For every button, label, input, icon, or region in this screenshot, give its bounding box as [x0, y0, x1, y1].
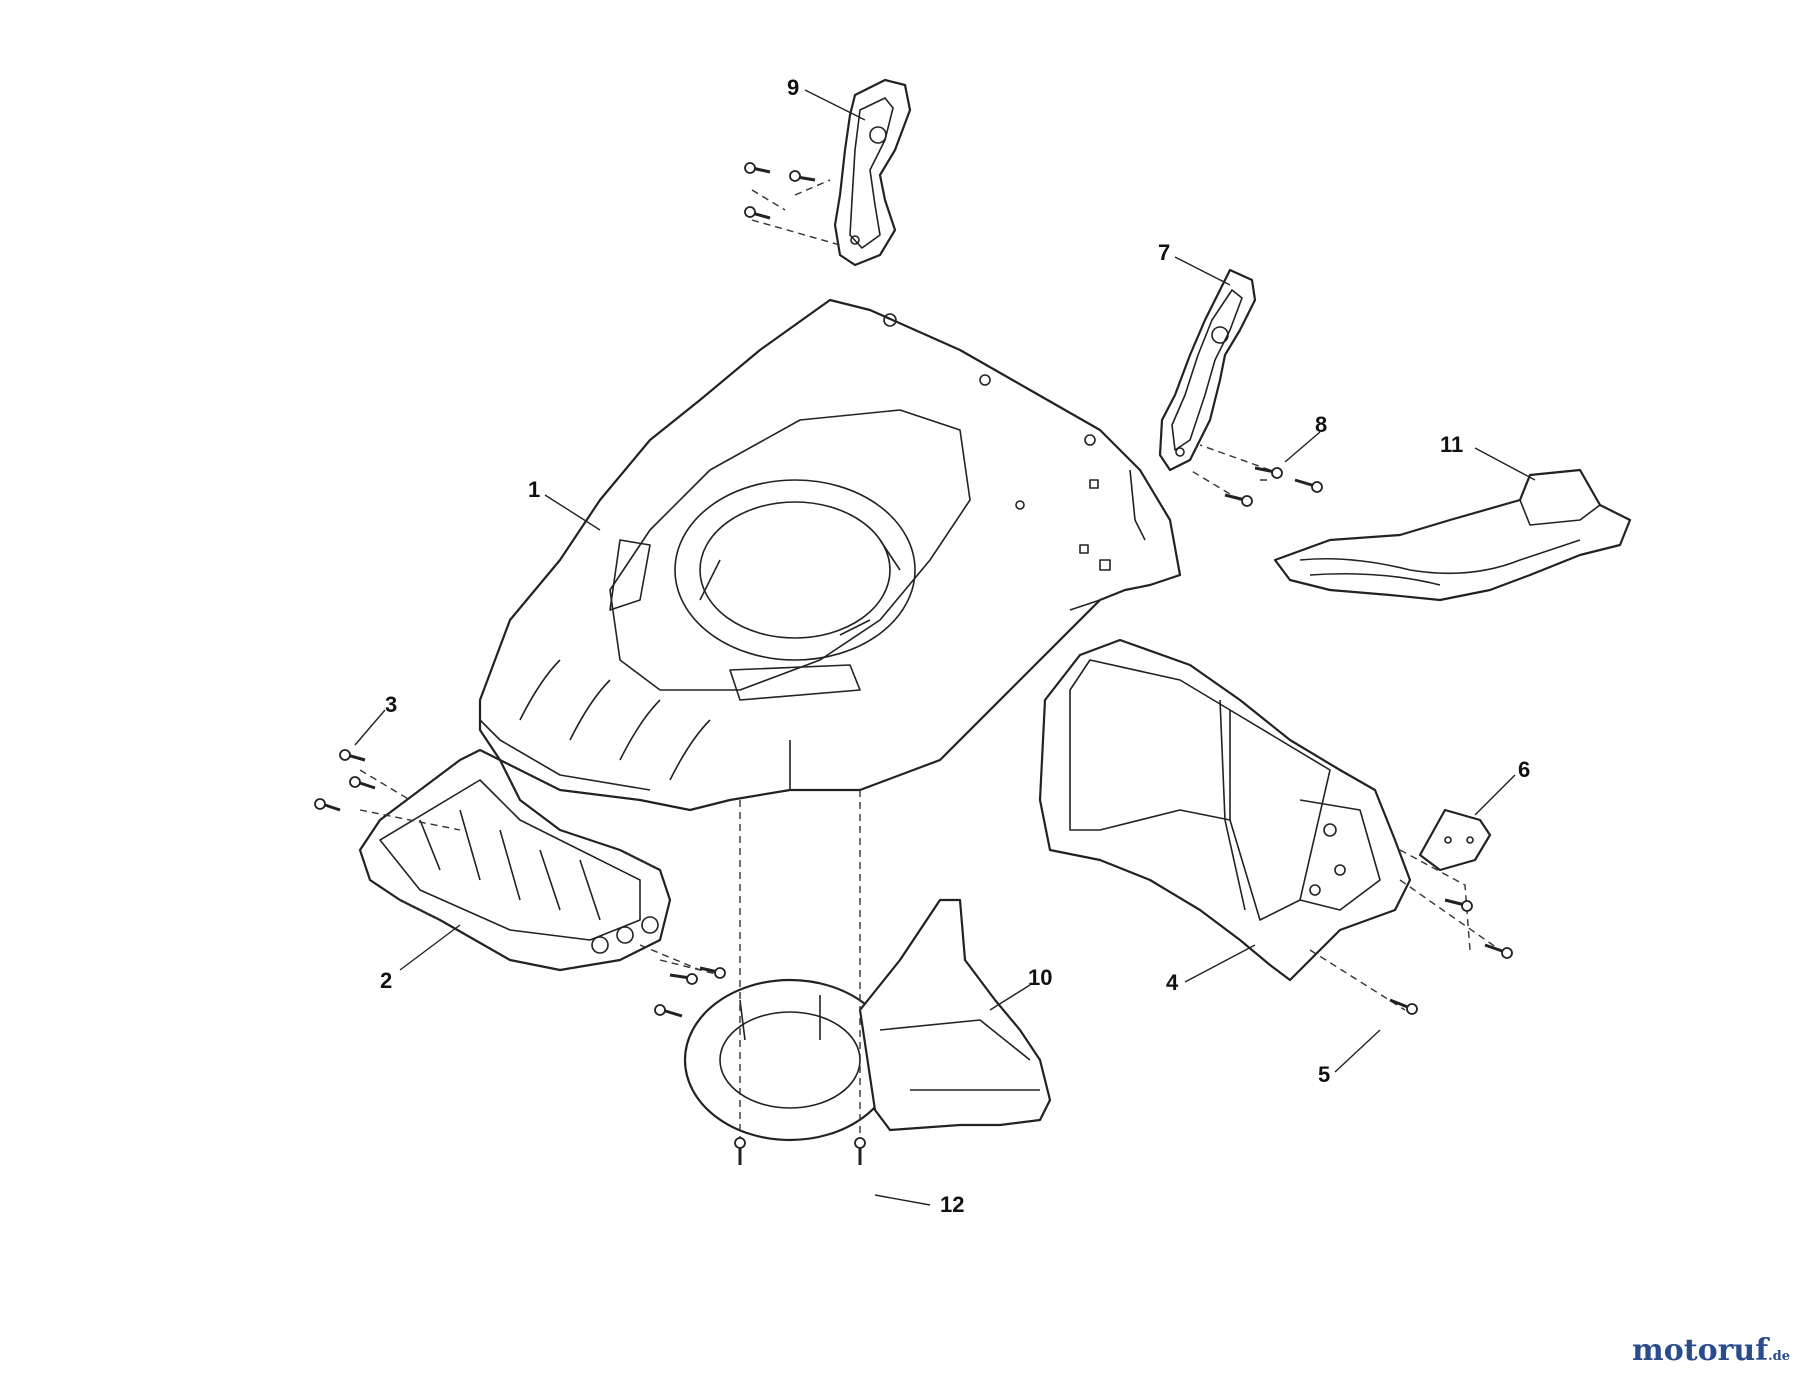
- part-7-handle-bracket: [1158, 268, 1257, 472]
- screw-9b: [789, 170, 816, 182]
- callout-6: 6: [1518, 757, 1530, 782]
- callout-1: 1: [528, 477, 540, 502]
- screw-2b: [699, 966, 726, 979]
- screw-2c: [654, 1004, 683, 1018]
- callout-11: 11: [1440, 432, 1463, 457]
- screw-2a: [669, 973, 698, 985]
- callout-10: 10: [1028, 965, 1052, 990]
- part-2-front-deflector: [358, 748, 672, 972]
- screw-9a: [744, 162, 771, 174]
- screw-12b: [854, 1137, 866, 1165]
- screw-5: [1389, 998, 1418, 1015]
- watermark-logo: motoruf.de: [1632, 1333, 1790, 1368]
- part-11-mulching-plug: [1273, 468, 1632, 602]
- screw-3a: [339, 749, 366, 762]
- screw-8c: [1224, 493, 1253, 507]
- callout-5: 5: [1318, 1062, 1330, 1087]
- screw-4b: [1484, 943, 1513, 959]
- callout-7: 7: [1158, 240, 1170, 265]
- screw-8a: [1254, 466, 1283, 479]
- leader-lines: [354, 89, 1536, 1206]
- part-4-grass-catcher: [1038, 638, 1412, 982]
- part-6-plate: [1418, 808, 1492, 872]
- callout-12: 12: [940, 1192, 964, 1217]
- screw-3b: [349, 776, 376, 790]
- screw-3c: [314, 798, 341, 812]
- part-1-deck-housing: [478, 298, 1182, 812]
- callout-3: 3: [385, 692, 397, 717]
- callout-2: 2: [380, 968, 392, 993]
- part-10-discharge-chute: [683, 898, 1052, 1142]
- screw-12a: [734, 1137, 746, 1165]
- watermark-text: motoruf: [1631, 1333, 1769, 1368]
- part-9-handle-bracket: [833, 78, 912, 267]
- watermark-suffix: .de: [1768, 1349, 1790, 1364]
- screws: [314, 162, 1513, 1165]
- callout-labels: 1 2 3 4 5 6 7 8 9 10 11 12: [380, 75, 1530, 1217]
- callout-8: 8: [1315, 412, 1327, 437]
- assembly-lines: [359, 179, 1501, 1140]
- screw-9c: [744, 206, 771, 220]
- callout-9: 9: [787, 75, 799, 100]
- screw-4a: [1444, 898, 1473, 912]
- callout-4: 4: [1166, 970, 1179, 995]
- screw-8b: [1294, 478, 1323, 493]
